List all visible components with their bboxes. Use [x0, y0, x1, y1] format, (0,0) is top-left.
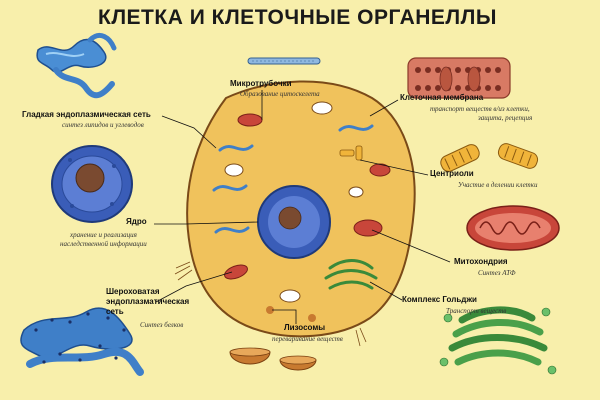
centrioles-description: Участие в делении клетки — [458, 181, 538, 189]
cell-body — [174, 80, 416, 347]
membrane-description-2: защита, рецепция — [478, 114, 533, 122]
nucleus-illustration — [51, 145, 133, 223]
centrioles-label: Центриоли — [430, 169, 474, 178]
poster-title: КЛЕТКА И КЛЕТОЧНЫЕ ОРГАНЕЛЛЫ — [98, 6, 497, 29]
microtubules-label: Микротрубочки — [230, 79, 292, 88]
rough-er-label-2: эндоплазматическая — [106, 297, 190, 306]
leader-lines — [154, 90, 451, 324]
mitochondria-description: Синтез АТФ — [478, 269, 516, 277]
rough-er-illustration — [20, 307, 144, 376]
smooth-er-label: Гладкая эндоплазмическая сеть — [22, 110, 151, 119]
microtubules-description: Образование цитоскелета — [240, 90, 320, 98]
nucleus-description-1: хранение и реализация — [70, 231, 137, 239]
membrane-description-1: транспорт веществ в/из клетки, — [430, 105, 530, 113]
membrane-illustration — [407, 57, 511, 99]
nucleus-label: Ядро — [126, 217, 147, 226]
centriole-illustration — [440, 143, 539, 172]
smooth-er-illustration — [36, 33, 117, 99]
nucleus-description-2: наследственной информации — [60, 240, 147, 248]
lysosome-illustration — [229, 347, 317, 371]
membrane-label: Клеточная мембрана — [400, 93, 484, 102]
mitochondria-label: Митохондрия — [454, 257, 508, 266]
golgi-illustration — [439, 306, 557, 375]
lysosomes-label: Лизосомы — [284, 323, 326, 332]
mitochondrion-illustration — [466, 205, 560, 251]
rough-er-label-1: Шероховатая — [106, 287, 160, 296]
microtubule-illustration — [247, 57, 321, 65]
golgi-label: Комплекс Гольджи — [402, 295, 477, 304]
rough-er-label-3: сеть — [106, 307, 124, 316]
rough-er-description: Синтез белков — [140, 321, 184, 329]
smooth-er-description: синтез липидов и углеводов — [62, 121, 144, 129]
lysosomes-description: переваривание веществ — [272, 335, 343, 343]
golgi-description: Транспорт веществ — [446, 307, 507, 315]
